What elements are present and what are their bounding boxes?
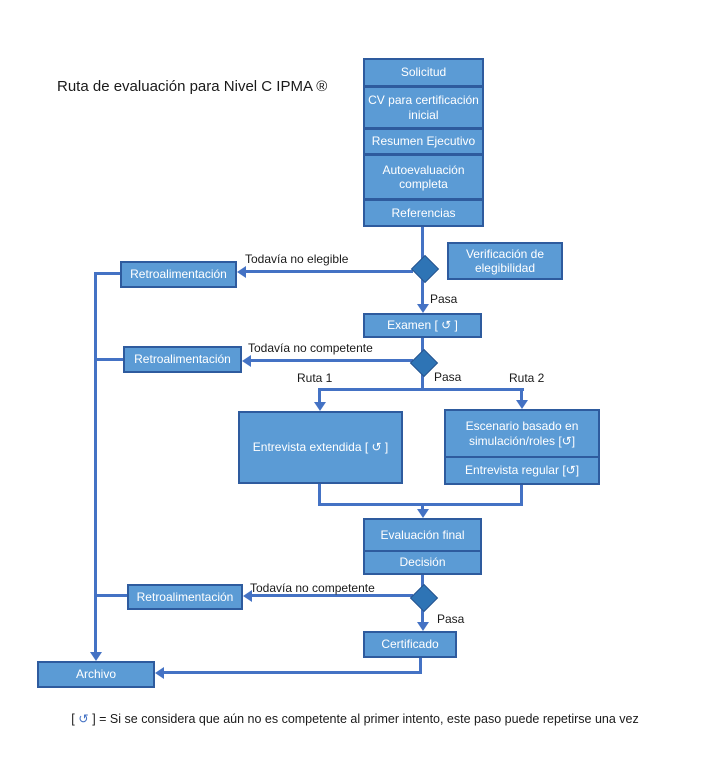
arrow-into-archive-right [155,667,164,679]
connector-merge-left [318,484,321,506]
arrow-into-feedback2 [242,355,251,367]
regular-interview-box: Entrevista regular [↺] [464,463,580,478]
connector-not-eligible [245,270,413,273]
arrow-into-feedback3 [243,590,252,602]
label-ruta-1: Ruta 1 [297,371,333,385]
final-decision-diamond [409,583,439,613]
arrow-into-feedback1 [237,266,246,278]
label-not-competent-1: Todavía no competente [248,341,373,355]
connector-certificate-to-archive [164,671,422,674]
diagram-title: Ruta de evaluación para Nivel C IPMA ® [57,78,328,95]
footnote-text: = Si se considera que aún no es competen… [99,712,639,726]
label-pasa-2: Pasa [434,370,462,384]
repeat-icon: ↺ [78,712,89,726]
label-not-competent-2: Todavía no competente [250,581,375,595]
arrow-into-final-evaluation [417,509,429,518]
connector-feedback3-stub [95,594,127,597]
footnote: [ ↺ ] = Si se considera que aún no es co… [55,711,655,726]
scenario-simulation-box: Escenario basado en simulación/roles [↺] [446,411,598,458]
footnote-bracket-close: ] [92,712,96,726]
feedback-box-2: Retroalimentación [123,346,242,373]
connector-not-competent-2 [252,594,413,597]
arrow-into-certificate [417,622,429,631]
final-evaluation-stack: Evaluación final Decisión [363,518,482,575]
intake-documents-stack: Solicitud CV para certificación inicial … [363,58,484,227]
arrow-into-exam [417,304,429,313]
arrow-into-extended-interview [314,402,326,411]
intake-item-resumen: Resumen Ejecutivo [365,130,482,156]
connector-not-competent-1 [250,359,413,362]
connector-merge-stub [421,505,424,510]
connector-route1-drop [318,388,321,402]
archive-box: Archivo [37,661,155,688]
arrow-into-archive-top [90,652,102,661]
connector-feedback1-stub [95,272,120,275]
connector-route-split [318,388,524,391]
certificate-box: Certificado [363,631,457,658]
connector-merge-horizontal [318,503,523,506]
label-pasa-1: Pasa [430,292,458,306]
connector-feedback2-stub [95,358,123,361]
verification-eligibility-box: Verificación de elegibilidad [447,242,563,280]
feedback-box-1: Retroalimentación [120,261,237,288]
connector-route2-drop [520,388,523,401]
connector-merge-right [520,485,523,506]
feedback-box-3: Retroalimentación [127,584,243,610]
label-not-eligible: Todavía no elegible [245,252,349,266]
footnote-bracket-open: [ [71,712,75,726]
route2-stack: Escenario basado en simulación/roles [↺]… [444,409,600,485]
connector-feedback-trunk [94,272,97,653]
exam-box: Examen [ ↺ ] [363,313,482,338]
eligibility-decision-diamond [410,254,440,284]
decision-box: Decisión [399,555,446,570]
intake-item-cv: CV para certificación inicial [365,88,482,130]
intake-item-autoevaluacion: Autoevaluación completa [365,156,482,201]
connector-certificate-drop [419,656,422,674]
extended-interview-box: Entrevista extendida [ ↺ ] [238,411,403,484]
label-ruta-2: Ruta 2 [509,371,545,385]
intake-item-referencias: Referencias [391,205,456,220]
arrow-into-scenario [516,400,528,409]
label-pasa-3: Pasa [437,612,465,626]
final-evaluation-box: Evaluación final [365,520,480,552]
intake-item-solicitud: Solicitud [365,60,482,88]
